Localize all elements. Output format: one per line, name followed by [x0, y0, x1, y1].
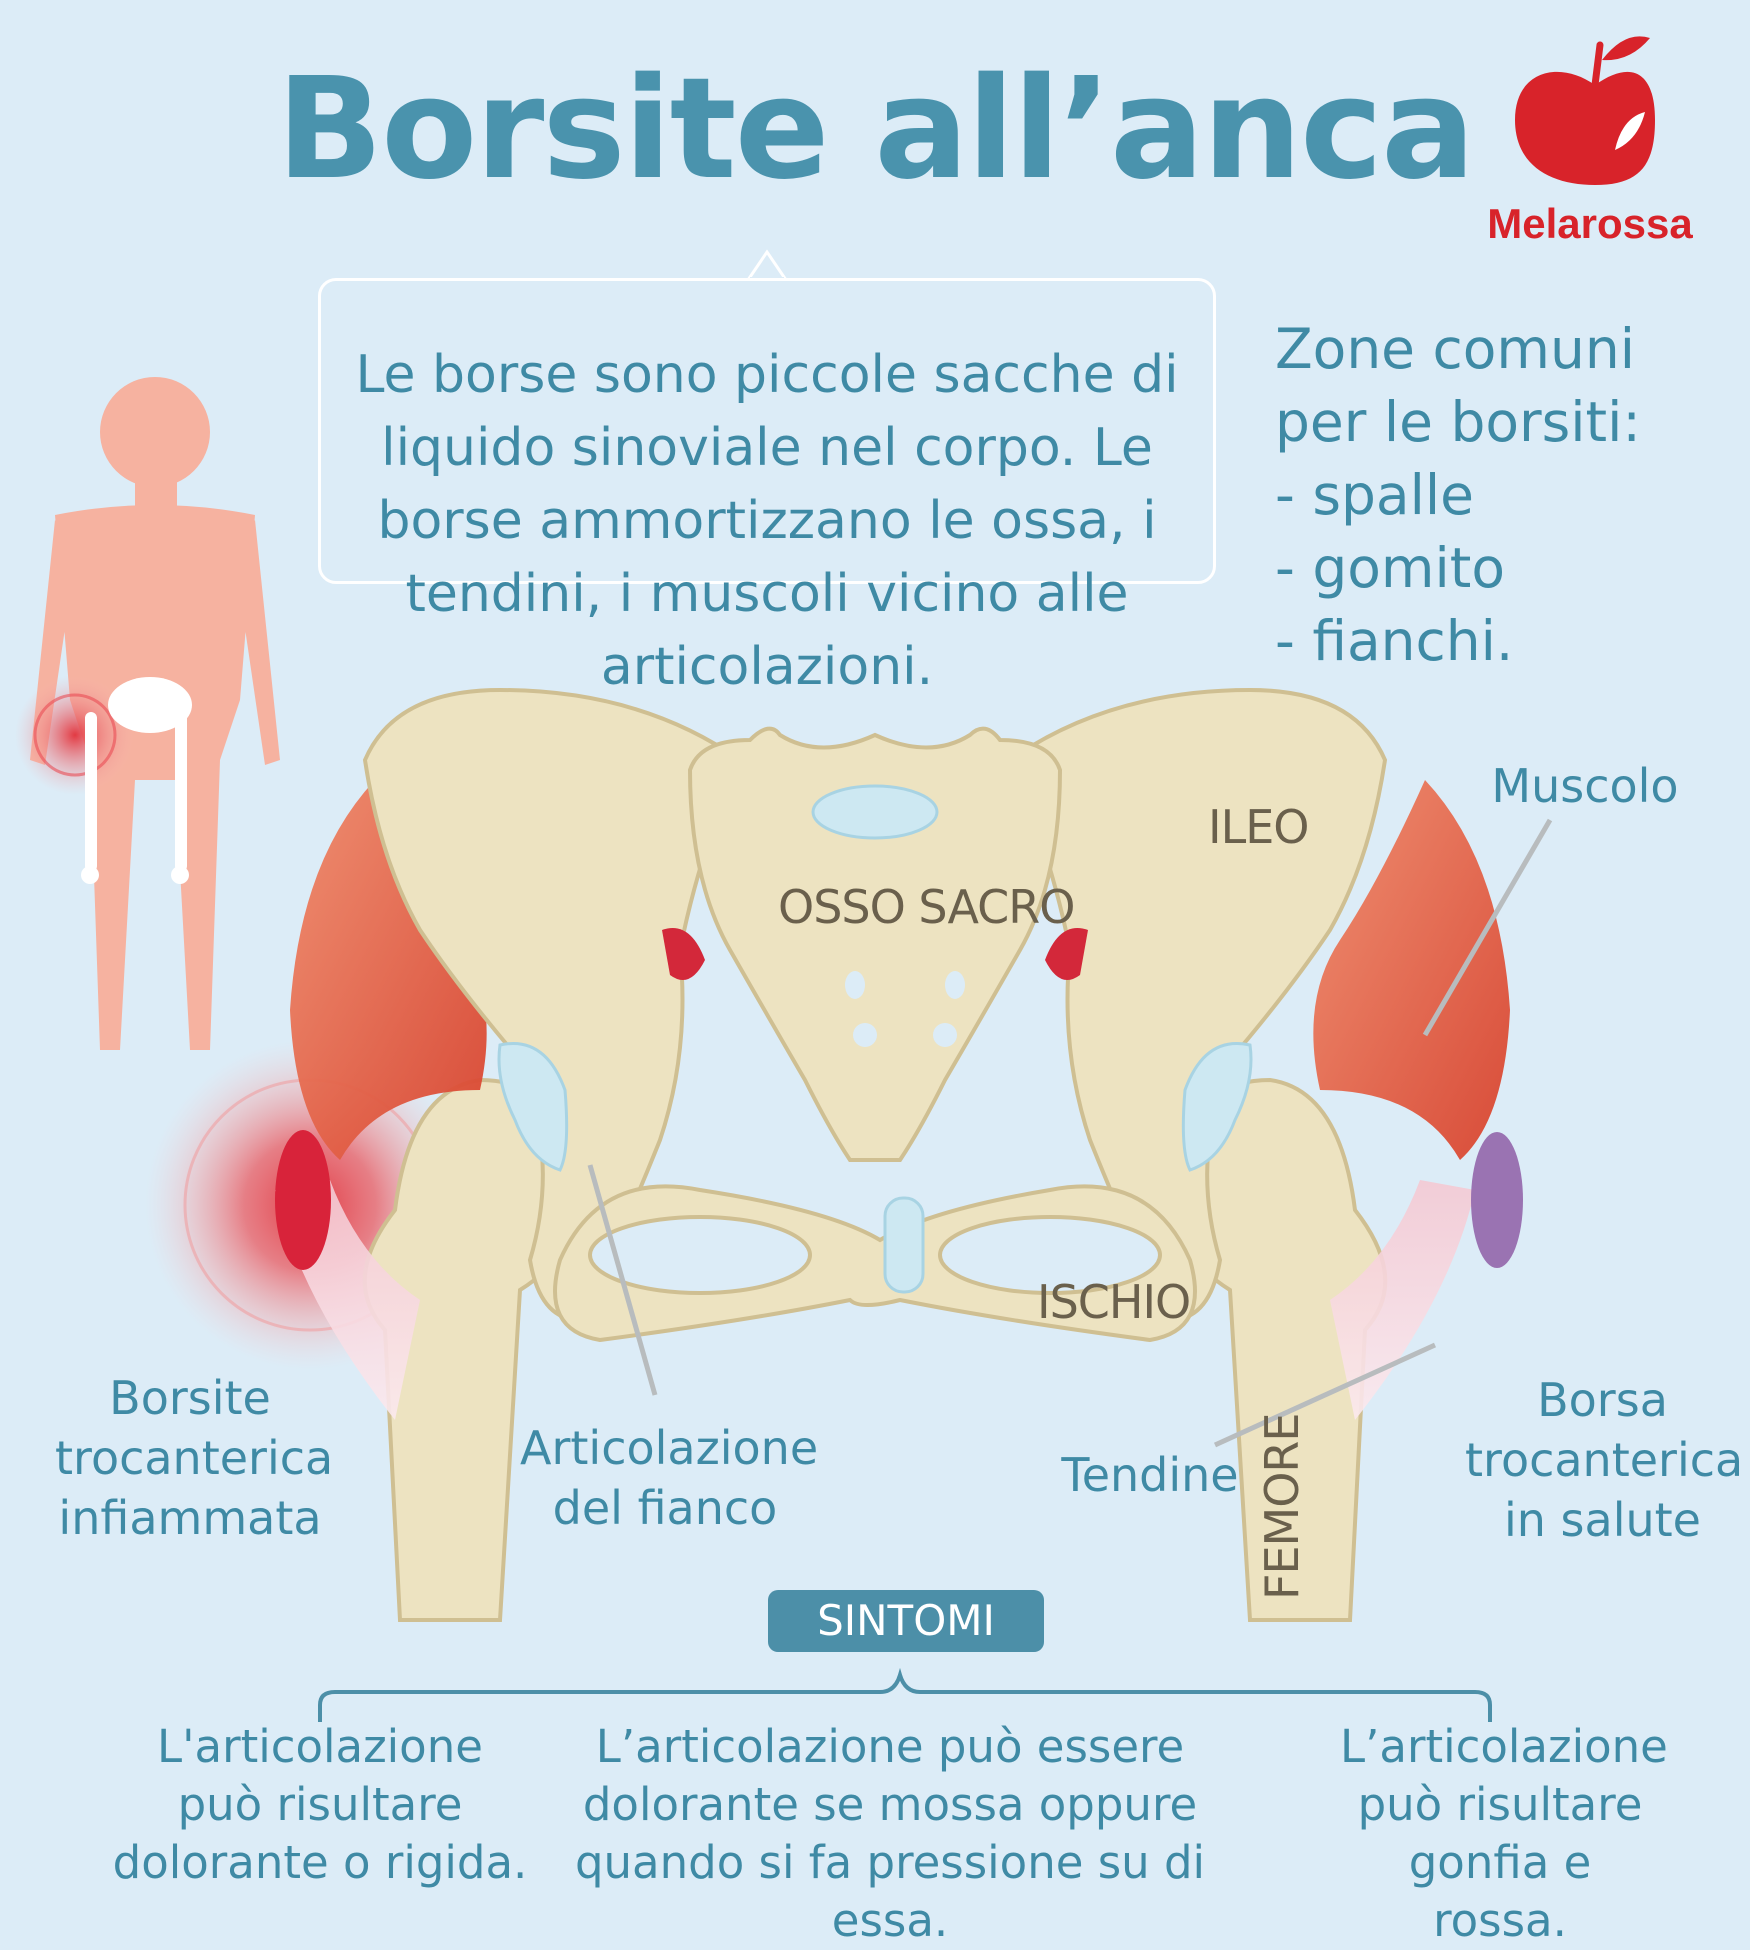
- human-figure-icon: [15, 377, 280, 1050]
- brand-name: Melarossa: [1487, 200, 1693, 247]
- symptoms-heading-badge: [768, 1590, 1044, 1652]
- symptom-item: L'articolazione può risultare dolorante …: [112, 1720, 528, 1889]
- zones-block: Zone comuni per le borsiti: - spalle - g…: [1275, 313, 1715, 678]
- label-borsa-salute: Borsa trocanterica in salute: [1465, 1373, 1744, 1547]
- bone-label-ileo: ILEO: [1208, 800, 1309, 854]
- symptom-item: L’articolazione può essere dolorante se …: [574, 1720, 1206, 1947]
- bone-label-ischio: ISCHIO: [1037, 1275, 1191, 1329]
- bone-label-femore: FEMORE: [1255, 1413, 1309, 1600]
- label-tendine: Tendine: [1061, 1448, 1239, 1502]
- bone-label-osso-sacro: OSSO SACRO: [778, 880, 1075, 934]
- symptoms-heading: SINTOMI: [817, 1596, 995, 1645]
- label-muscolo: Muscolo: [1491, 759, 1679, 813]
- zones-item: - gomito: [1275, 536, 1505, 600]
- apple-logo-icon: [1515, 36, 1655, 185]
- symptom-item: L’articolazione può risultare gonfia e r…: [1340, 1720, 1668, 1947]
- pelvis-illustration: [15, 36, 1655, 1722]
- page-title: Borsite all’anca: [276, 48, 1475, 211]
- zones-item: - fianchi.: [1275, 609, 1514, 673]
- intro-text: Le borse sono piccole sacche di liquido …: [355, 345, 1179, 697]
- intro-callout: [318, 278, 1216, 584]
- zones-item: - spalle: [1275, 463, 1474, 527]
- label-borsite-infiammata: Borsite trocanterica infiammata: [55, 1371, 334, 1545]
- infographic: Borsite all’anca Melarossa Le borse sono…: [15, 36, 1744, 1947]
- zones-heading: Zone comuni per le borsiti:: [1275, 317, 1641, 454]
- label-articolazione: Articolazione del fianco: [520, 1421, 819, 1535]
